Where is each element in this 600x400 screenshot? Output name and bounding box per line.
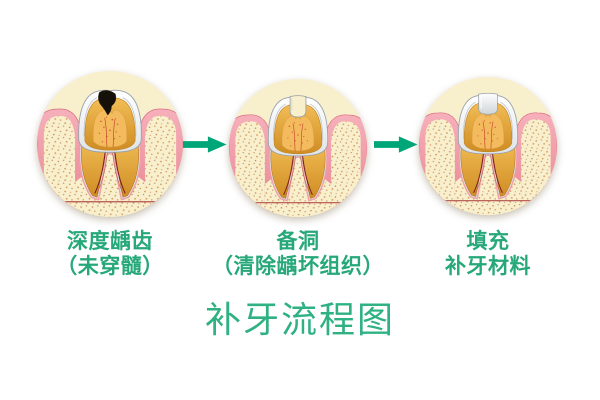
stage-label-line2: （未穿髓） xyxy=(56,255,164,278)
stage-label-line2: 补牙材料 xyxy=(445,255,531,278)
stage-prepared-cavity-label: 备洞 （清除龋坏组织） xyxy=(198,229,398,279)
diagram-title: 补牙流程图 xyxy=(204,299,395,340)
tooth-with-prepared-cavity-illustration xyxy=(228,78,368,218)
arrow-right-icon xyxy=(374,136,418,153)
stage-filling-label: 填充 补牙材料 xyxy=(413,229,563,279)
tooth-with-deep-caries-illustration xyxy=(37,71,183,217)
stage-deep-caries-label: 深度龋齿 （未穿髓） xyxy=(34,229,186,279)
tooth-with-filling-illustration xyxy=(418,76,558,216)
arrow-right-icon xyxy=(183,136,227,153)
stage-label-line1: 备洞 xyxy=(276,230,320,253)
stage-label-line2: （清除龋坏组织） xyxy=(212,255,384,278)
stage-label-line1: 填充 xyxy=(466,230,510,253)
stage-label-line1: 深度龋齿 xyxy=(67,230,153,253)
